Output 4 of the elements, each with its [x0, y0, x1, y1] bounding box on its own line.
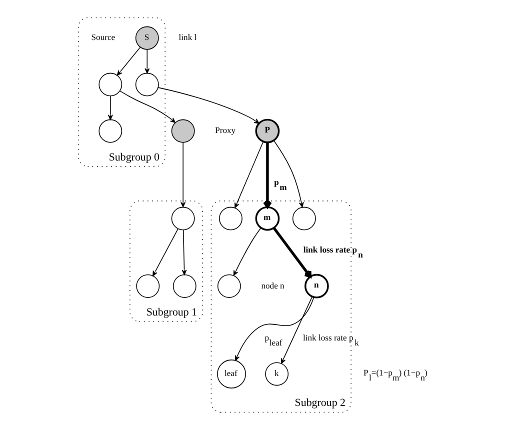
- node-label: node n: [261, 280, 284, 290]
- node-label: Source: [91, 32, 116, 42]
- label: link l: [178, 32, 197, 42]
- node-label: Proxy: [215, 125, 236, 136]
